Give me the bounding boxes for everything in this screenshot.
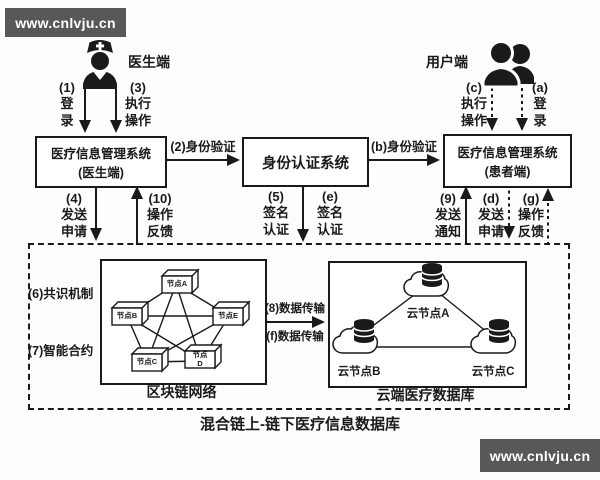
system-box-doctor: 医疗信息管理系统 (医生端): [35, 136, 167, 188]
user-label: 用户端: [426, 54, 468, 70]
cloud-network-graph: [332, 263, 517, 354]
blockchain-network-graph: [110, 268, 251, 373]
flow-label-9: (9) 发送 通知: [434, 191, 461, 239]
flow-label-3: (3) 执行 操作: [124, 80, 151, 128]
flow-label-6: (6)共识机制: [28, 287, 94, 301]
node-label-a: 节点A: [166, 279, 188, 288]
cloud-node-a: [403, 263, 450, 297]
main-caption: 混合链上-链下医疗信息数据库: [200, 416, 400, 433]
cloud-node-label-a: 云节点A: [406, 308, 450, 320]
flow-label-1: (1) 登 录: [59, 80, 75, 128]
system-box-patient: 医疗信息管理系统 (患者端): [443, 134, 572, 188]
blockchain-network-box: 节点A 节点B 节点E 节点C 节点 D: [100, 259, 267, 385]
flow-label-e: (e) 签名 认证: [316, 189, 343, 237]
watermark-bottom-right: www.cnlvju.cn: [480, 439, 600, 472]
node-label-c: 节点C: [136, 357, 158, 366]
doctor-icon: [83, 40, 117, 89]
cloud-node-c: [470, 319, 517, 354]
flow-label-a: (a) 登 录: [532, 80, 548, 128]
doctor-label: 医生端: [128, 54, 170, 70]
node-label-b: 节点B: [116, 311, 138, 320]
cloud-node-label-c: 云节点C: [471, 366, 515, 378]
flow-label-4: (4) 发送 申请: [60, 191, 87, 239]
watermark-text: www.cnlvju.cn: [15, 14, 116, 31]
hybrid-database-dashed-box: [28, 243, 570, 410]
user-icon: [481, 40, 534, 89]
flow-label-b: (b)身份验证: [371, 140, 437, 154]
system-box-auth: 身份认证系统: [242, 137, 369, 187]
cloud-node-label-b: 云节点B: [337, 366, 381, 378]
caption-blockchain: 区块链网络: [146, 384, 217, 400]
watermark-text: www.cnlvju.cn: [489, 447, 591, 464]
cloud-node-b: [332, 319, 379, 354]
node-label-d: 节点 D: [192, 350, 208, 368]
flow-label-5: (5) 签名 认证: [262, 189, 289, 237]
flow-label-f: (f)数据传输: [266, 331, 324, 343]
cloud-database-box: 云节点A 云节点B 云节点C: [328, 261, 527, 388]
flow-label-c: (c) 执行 操作: [460, 80, 487, 128]
flow-label-10: (10) 操作 反馈: [146, 191, 173, 239]
flow-label-2: (2)身份验证: [170, 140, 236, 154]
flow-label-8: (8)数据传输: [264, 303, 326, 315]
flow-label-d: (d) 发送 申请: [477, 191, 504, 239]
node-label-e: 节点E: [217, 311, 238, 320]
watermark-top-left: www.cnlvju.cn: [5, 8, 126, 37]
flow-label-7: (7)智能合约: [28, 344, 94, 358]
flow-label-g: (g) 操作 反馈: [517, 191, 544, 239]
caption-cloud-database: 云端医疗数据库: [376, 387, 475, 403]
